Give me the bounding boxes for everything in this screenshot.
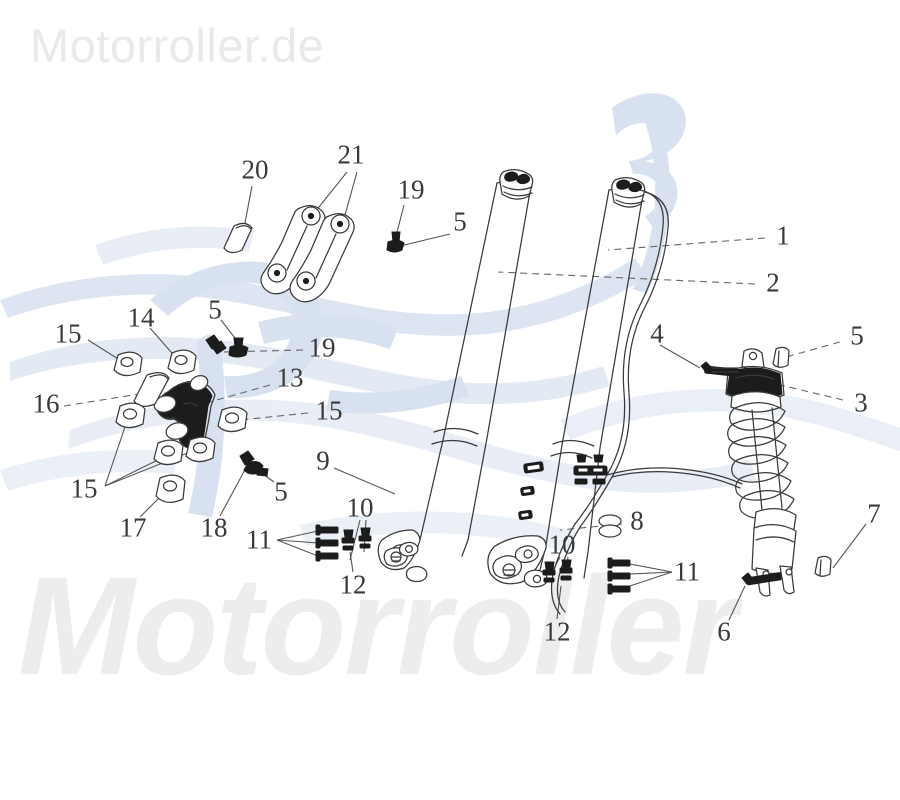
callout-12-a[interactable]: 12 (339, 569, 367, 600)
callout-15-c[interactable]: 15 (70, 473, 98, 504)
callout-16[interactable]: 16 (32, 388, 60, 419)
bolt-set-11-right (607, 557, 631, 595)
washer-shock-bottom (814, 555, 832, 577)
callout-5-b[interactable]: 5 (850, 320, 864, 351)
callout-19-b[interactable]: 19 (308, 332, 336, 363)
bolt-set-11-left (315, 524, 339, 562)
pin-19 (205, 334, 227, 355)
bolt-4 (700, 361, 740, 377)
triple-clamp (153, 375, 216, 449)
fork-tube-left (377, 180, 532, 583)
callout-7[interactable]: 7 (867, 498, 881, 529)
watermark-top-text: Motorroller.de (30, 19, 325, 72)
bolt-5-upper (228, 337, 249, 358)
bolt-18 (239, 450, 269, 477)
bolt-set-10-right (542, 559, 573, 583)
callout-9[interactable]: 9 (316, 445, 330, 476)
callout-3[interactable]: 3 (854, 387, 868, 418)
callout-21[interactable]: 21 (337, 139, 365, 170)
fork-tube-right (487, 187, 644, 588)
callout-2[interactable]: 2 (766, 267, 780, 298)
callout-5-c[interactable]: 5 (208, 294, 222, 325)
callout-5-a[interactable]: 5 (453, 206, 467, 237)
bolt-set-10-left (341, 527, 372, 551)
brake-line (550, 189, 743, 615)
callout-15-a[interactable]: 15 (54, 318, 82, 349)
callout-5-d[interactable]: 5 (274, 476, 288, 507)
fork-top-cap-right (611, 176, 646, 208)
callout-8[interactable]: 8 (630, 505, 644, 536)
callout-11-a[interactable]: 11 (246, 524, 272, 555)
callout-19-a[interactable]: 19 (397, 174, 425, 205)
callout-1[interactable]: 1 (776, 220, 790, 251)
callout-10-a[interactable]: 10 (346, 492, 374, 523)
callout-4[interactable]: 4 (650, 318, 664, 349)
shock-absorber (725, 348, 797, 597)
callout-15-b[interactable]: 15 (315, 395, 343, 426)
fork-top-cap-left (499, 168, 534, 200)
bushing-set (113, 349, 248, 503)
callout-10-b[interactable]: 10 (548, 529, 576, 560)
callout-12-b[interactable]: 12 (543, 616, 571, 647)
washer-shock-top (772, 346, 790, 368)
callout-18[interactable]: 18 (200, 512, 228, 543)
callout-20[interactable]: 20 (241, 154, 269, 185)
bolt-19-top (386, 231, 405, 253)
bolt-6 (741, 572, 782, 586)
caliper-hardware-right (573, 454, 608, 485)
callout-14[interactable]: 14 (127, 302, 155, 333)
callout-6[interactable]: 6 (717, 616, 731, 647)
callout-11-b[interactable]: 11 (674, 556, 700, 587)
bushing-20 (223, 222, 253, 254)
callout-17[interactable]: 17 (119, 512, 147, 543)
callout-13[interactable]: 13 (276, 362, 304, 393)
link-arms (260, 204, 355, 303)
